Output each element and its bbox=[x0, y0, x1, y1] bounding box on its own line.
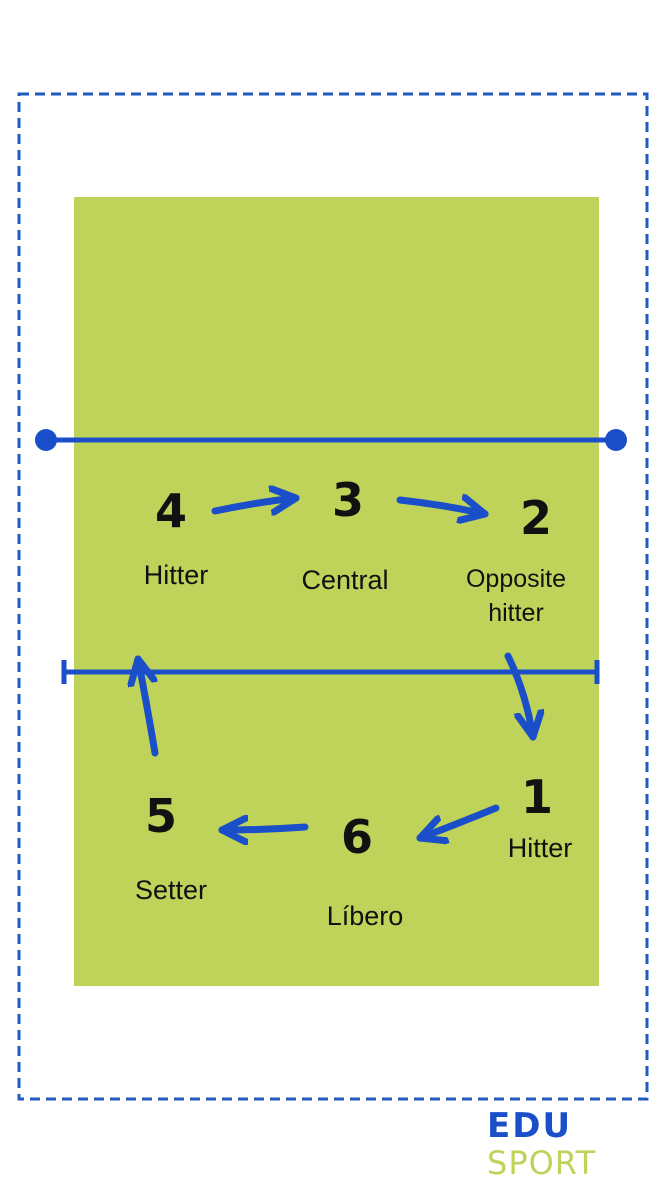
position-number-6: 6 bbox=[341, 810, 373, 864]
arrow-1-to-6 bbox=[416, 804, 500, 838]
role-label-2-line2: hitter bbox=[488, 599, 544, 627]
rotation-arrows bbox=[138, 498, 533, 838]
logo-line-sport: SPORT bbox=[487, 1144, 596, 1182]
arrow-5-to-4 bbox=[138, 655, 159, 757]
position-number-5: 5 bbox=[145, 789, 177, 843]
position-number-4: 4 bbox=[155, 484, 187, 538]
arrow-2-to-1 bbox=[504, 652, 533, 741]
net-post-right bbox=[605, 429, 627, 451]
role-label-3: Central bbox=[301, 565, 388, 595]
outer-boundary bbox=[17, 92, 649, 1101]
role-label-5: Setter bbox=[135, 875, 207, 905]
role-label-6: Líbero bbox=[327, 901, 404, 931]
logo-line-edu: EDU bbox=[487, 1106, 572, 1146]
net-post-left bbox=[35, 429, 57, 451]
arrow-6-to-5 bbox=[218, 827, 309, 830]
court bbox=[74, 197, 599, 986]
role-label-1: Hitter bbox=[508, 833, 573, 863]
role-label-4: Hitter bbox=[144, 560, 209, 590]
arrow-4-to-3 bbox=[211, 498, 300, 511]
position-number-3: 3 bbox=[332, 473, 364, 527]
net bbox=[35, 429, 627, 451]
edusport-logo: EDU SPORT bbox=[487, 1106, 596, 1182]
arrow-3-to-2 bbox=[396, 500, 489, 514]
position-number-2: 2 bbox=[520, 491, 552, 545]
position-number-1: 1 bbox=[521, 770, 553, 824]
role-label-2-line1: Opposite bbox=[466, 565, 566, 593]
